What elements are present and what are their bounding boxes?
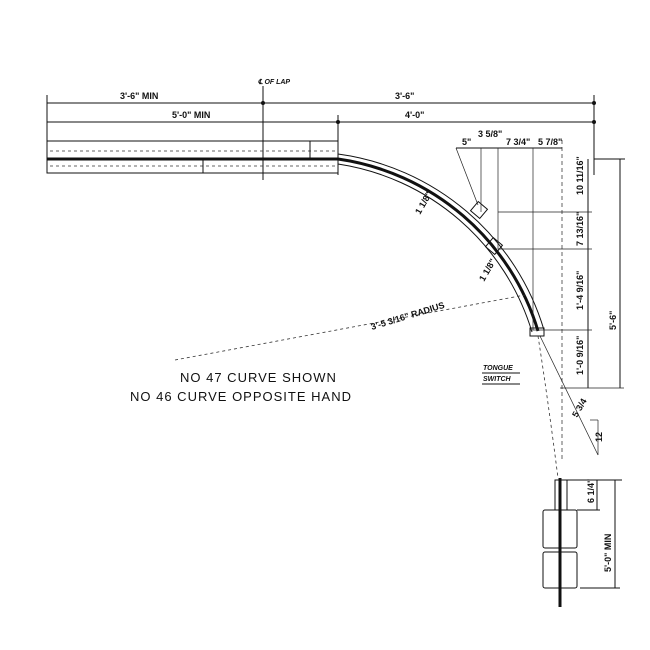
- tongue-label: TONGUE: [483, 365, 513, 372]
- slope-run: 12: [594, 432, 604, 442]
- offset-dim-2: 7 3/4": [506, 137, 530, 147]
- slope-line: [539, 335, 599, 456]
- offset-dim-1: 3 5/8": [478, 129, 502, 139]
- switch-path: [537, 335, 559, 479]
- dim-3-6: 3'-6": [395, 91, 414, 101]
- switch-label: SWITCH: [483, 376, 512, 383]
- radius-label: 3'-5 3/16" RADIUS: [370, 300, 446, 332]
- vdim-1: 7 13/16": [575, 212, 585, 246]
- center-of-lap-label: ℄ OF LAP: [258, 78, 290, 86]
- slope-rise: 5 3/4: [570, 397, 589, 419]
- bottom-track-section: [542, 478, 578, 607]
- vdim-3: 1'-0 9/16": [575, 336, 585, 375]
- curved-track: [337, 153, 545, 337]
- vdim-2: 1'-4 9/16": [575, 271, 585, 310]
- bottom-dim-6-1-4: 6 1/4": [586, 479, 596, 503]
- gap-label-1: 1 1/8": [413, 190, 434, 216]
- dim-5-0-min: 5'-0" MIN: [172, 110, 210, 120]
- gap-label-2: 1 1/8": [477, 257, 498, 283]
- dim-4-0: 4'-0": [405, 110, 424, 120]
- offset-dim-0: 5": [462, 137, 471, 147]
- offset-dim-3: 5 7/8": [538, 137, 562, 147]
- radius-leader: [174, 294, 526, 361]
- bottom-dim-5-0-min: 5'-0" MIN: [603, 534, 613, 572]
- straight-track-section: [46, 140, 339, 174]
- title-line-2: NO 46 CURVE OPPOSITE HAND: [130, 389, 352, 404]
- vdim-overall: 5'-6": [608, 311, 618, 330]
- title-line-1: NO 47 CURVE SHOWN: [180, 370, 337, 385]
- vdim-0: 10 11/16": [575, 156, 585, 195]
- dim-3-6-min: 3'-6" MIN: [120, 91, 158, 101]
